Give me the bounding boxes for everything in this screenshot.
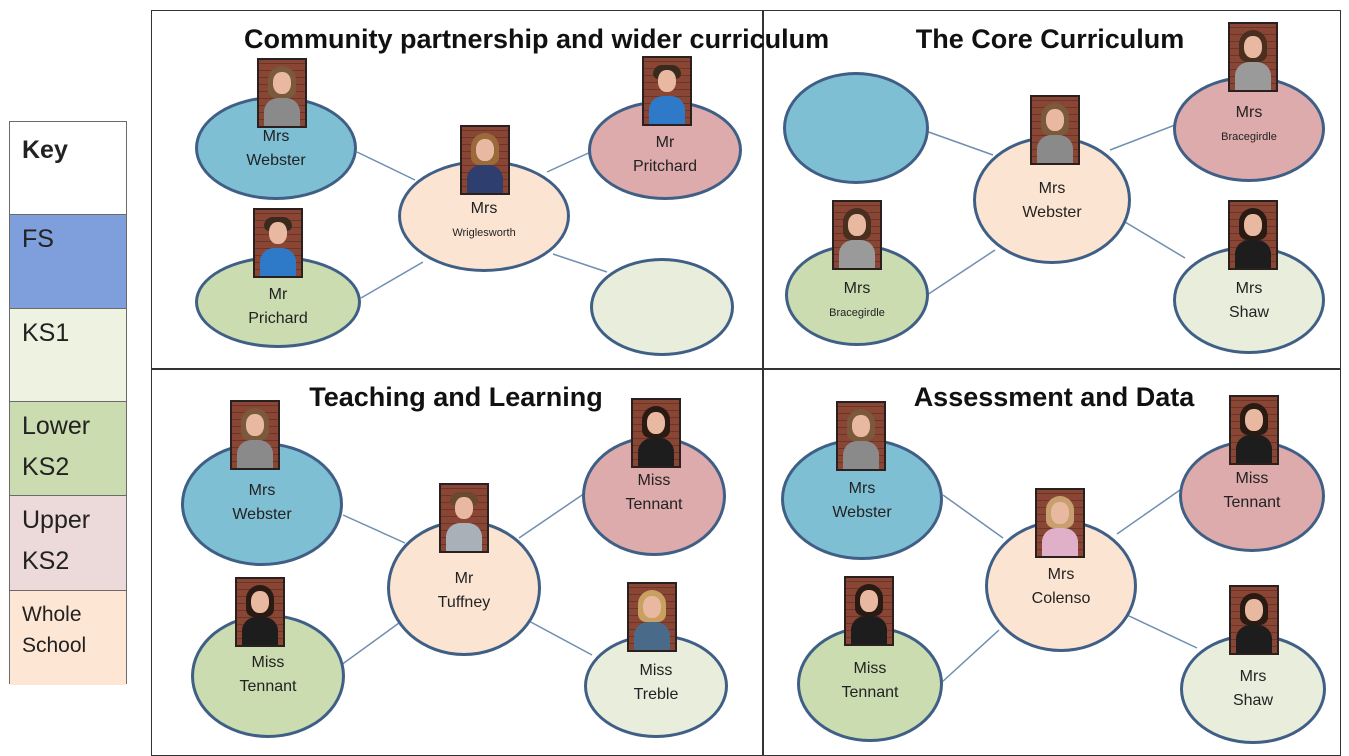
connector-line [552,253,608,273]
connector-line [922,129,994,156]
staff-photo [257,58,307,128]
quadrant-title-community: Community partnership and wider curricul… [244,24,830,54]
connector-line [942,494,1004,539]
connector-line [518,492,586,539]
staff-photo [1030,95,1080,165]
node-fs [783,72,929,184]
connector-line [1126,614,1198,649]
connector-line [940,629,1000,684]
staff-photo [1228,22,1278,92]
quadrant-title-teaching-learning: Teaching and Learning [309,382,603,412]
staff-photo [1229,395,1279,465]
staff-photo [460,125,510,195]
connector-line [1124,221,1186,259]
connector-line [926,249,996,296]
key-item-fs: FS [10,214,126,308]
staff-photo [832,200,882,270]
staff-photo [642,56,692,126]
staff-photo [439,483,489,553]
grid-divider-horizontal [151,368,1341,370]
staff-photo [253,208,303,278]
connector-line [356,151,416,181]
connector-line [342,514,406,544]
key-title: Key [10,122,126,214]
node-ks1 [590,258,734,356]
staff-photo [235,577,285,647]
staff-photo [627,582,677,652]
staff-photo [1035,488,1085,558]
connector-line [360,261,424,299]
connector-line [526,619,593,656]
quadrant-title-assessment-data: Assessment and Data [913,382,1195,412]
connector-line [1116,489,1181,535]
staff-photo [836,401,886,471]
staff-photo [1229,585,1279,655]
staff-photo [631,398,681,468]
staff-photo [844,576,894,646]
connector-line [546,149,596,173]
connector-line [336,622,400,669]
grid-divider-vertical [762,10,764,756]
key-item-ks1: KS1 [10,308,126,401]
staff-photo [230,400,280,470]
staff-photo [1228,200,1278,270]
connector-line [1109,124,1176,151]
quadrant-title-core-curriculum: The Core Curriculum [915,24,1185,54]
